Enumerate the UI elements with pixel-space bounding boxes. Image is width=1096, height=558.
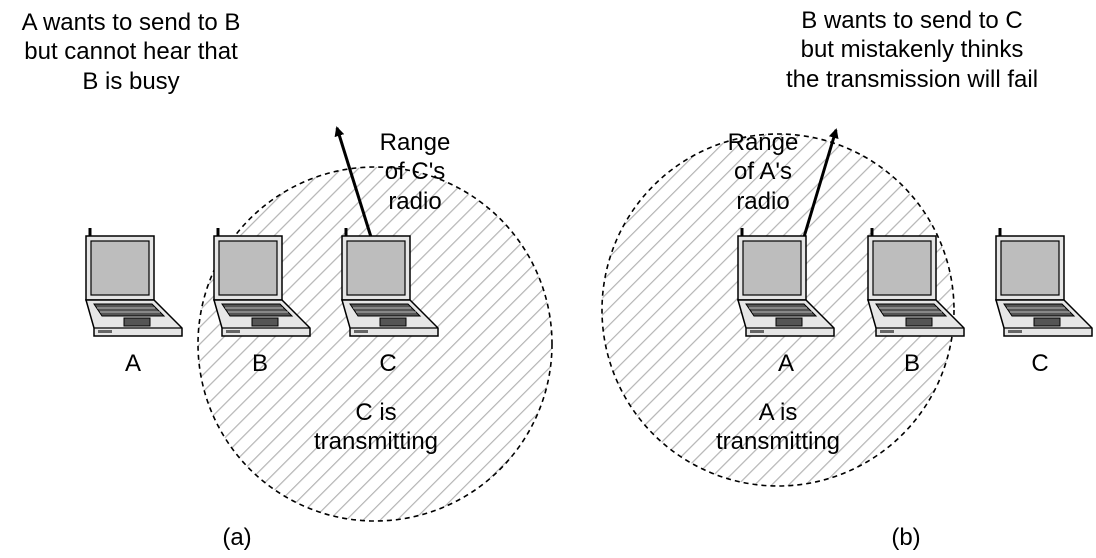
status-line: transmitting	[715, 428, 841, 456]
status-label-a: A is transmitting	[702, 398, 854, 457]
laptop-icon	[84, 226, 184, 338]
status-line: A is	[758, 399, 798, 426]
range-label-c: Range of C's radio	[360, 128, 470, 216]
laptop-label-c: C	[1031, 350, 1049, 377]
range-label-a: Range of A's radio	[708, 128, 818, 216]
laptop-label-c: C	[379, 350, 397, 377]
caption-line: A wants to send to B	[21, 9, 241, 36]
laptop-label-b: B	[251, 350, 269, 377]
range-line: of C's	[384, 158, 446, 186]
caption-line: but cannot hear that	[24, 38, 238, 66]
range-line: of A's	[734, 158, 792, 186]
laptop-label-a: A	[124, 350, 142, 377]
range-line: Range	[379, 129, 451, 156]
status-line: C is	[355, 399, 397, 426]
range-line: radio	[736, 187, 790, 215]
range-arrow-c	[334, 126, 373, 238]
range-circle-c	[197, 166, 553, 522]
laptop-icon	[994, 226, 1094, 338]
caption-line: the transmission will fail	[785, 65, 1039, 93]
panel-b	[601, 128, 1094, 487]
status-line: transmitting	[313, 428, 439, 456]
laptop-label-b: B	[903, 350, 921, 377]
panel-label-b: (b)	[891, 524, 921, 551]
panel-a	[84, 126, 553, 522]
status-label-c: C is transmitting	[300, 398, 452, 457]
range-line: radio	[388, 187, 442, 215]
caption-line: B is busy	[82, 67, 180, 95]
laptop-label-a: A	[777, 350, 795, 377]
caption-a: A wants to send to B but cannot hear tha…	[6, 8, 256, 96]
caption-line: B wants to send to C	[801, 7, 1023, 34]
panel-label-a: (a)	[222, 524, 252, 551]
range-line: Range	[727, 129, 799, 156]
caption-b: B wants to send to C but mistakenly thin…	[762, 6, 1062, 94]
range-arrow-a	[802, 128, 839, 238]
caption-line: but mistakenly thinks	[800, 36, 1024, 64]
